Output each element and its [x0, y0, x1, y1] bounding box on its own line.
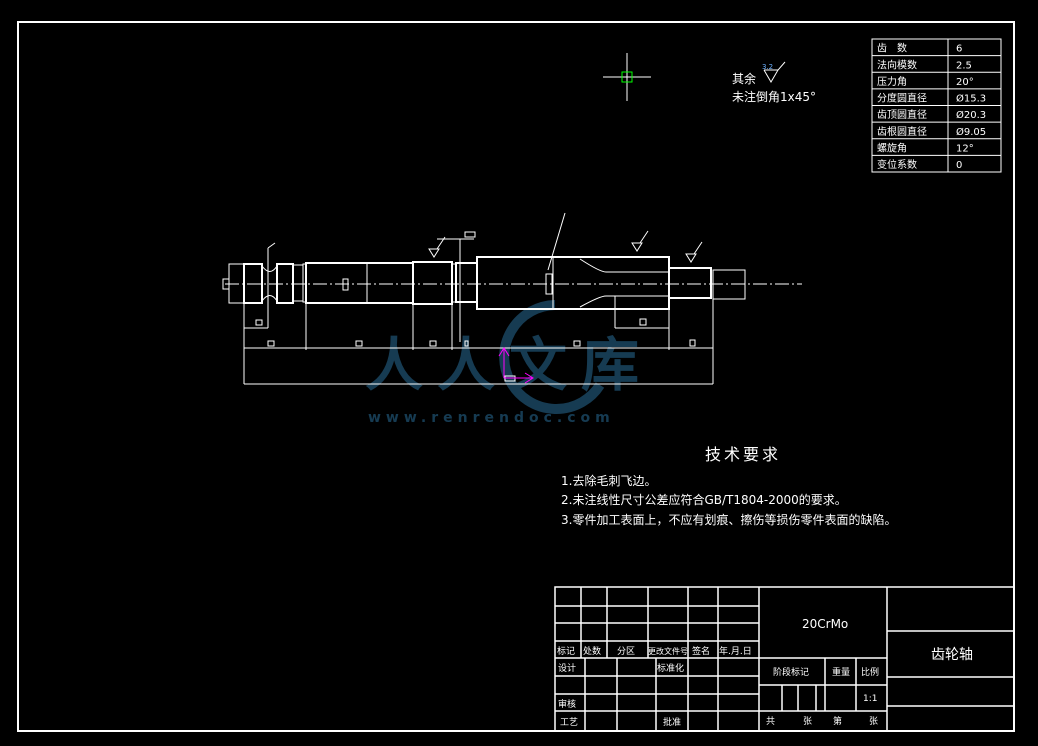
- gear-param-value: 12°: [956, 143, 974, 154]
- roughness-symbol-icon: [763, 61, 786, 83]
- label-sheets-2: 张: [869, 716, 878, 727]
- gear-param-label: 变位系数: [877, 158, 917, 171]
- gear-param-label: 分度圆直径: [877, 92, 927, 105]
- gear-param-value: Ø9.05: [956, 126, 986, 138]
- gear-param-label: 齿 数: [877, 42, 907, 55]
- label-scale: 比例: [861, 666, 879, 678]
- tech-requirement-1: 1.去除毛刺飞边。: [561, 473, 656, 488]
- watermark: 人人文库 www.renrendoc.com: [365, 300, 653, 426]
- rev-header-doc: 更改文件号: [648, 646, 688, 656]
- rev-header-date: 年.月.日: [719, 645, 752, 657]
- gear-shaft-front-view: [222, 212, 802, 385]
- rev-header-sign: 签名: [692, 645, 710, 657]
- gear-param-value: 20°: [956, 77, 974, 88]
- label-approve: 批准: [663, 716, 681, 728]
- roughness-note-prefix: 其余: [732, 71, 756, 86]
- rev-header-mark: 标记: [557, 645, 575, 657]
- chamfer-note: 未注倒角1x45°: [732, 89, 816, 104]
- label-standardize: 标准化: [657, 662, 684, 674]
- gear-param-label: 压力角: [877, 75, 907, 88]
- label-total: 共: [766, 716, 775, 727]
- gear-parameter-table: 齿 数 6 法向模数 2.5 压力角 20° 分度圆直径 Ø15.3 齿顶圆直径 Ø20.3 齿根圆…: [871, 38, 1002, 173]
- rev-header-zone: 分区: [617, 646, 635, 657]
- title-block-text: 标记 处数 分区 更改文件号 签名 年.月.日 设计 标准化 审核 工艺 批准 …: [557, 645, 879, 728]
- tech-requirement-2: 2.未注线性尺寸公差应符合GB/T1804-2000的要求。: [561, 492, 847, 507]
- gear-param-label: 法向模数: [877, 58, 917, 71]
- gear-param-label: 齿顶圆直径: [877, 108, 927, 121]
- label-page: 第: [833, 715, 842, 727]
- drawing-border: [17, 21, 1015, 732]
- crosshair-cursor-icon: [603, 53, 651, 101]
- gear-param-label: 齿根圆直径: [877, 125, 927, 138]
- gear-param-value: Ø20.3: [956, 109, 986, 121]
- gear-param-value: Ø15.3: [956, 93, 986, 105]
- label-process: 工艺: [560, 717, 578, 728]
- label-weight: 重量: [832, 666, 850, 678]
- ucs-icon: [498, 347, 534, 384]
- watermark-logo-text: 人人文库: [365, 331, 653, 399]
- label-design: 设计: [558, 662, 576, 674]
- part-name: 齿轮轴: [931, 647, 973, 663]
- title-block: [554, 586, 1015, 732]
- label-stage-mark: 阶段标记: [773, 666, 809, 678]
- rev-header-count: 处数: [583, 645, 601, 657]
- gear-param-value: 2.5: [956, 60, 972, 71]
- tech-requirement-3: 3.零件加工表面上，不应有划痕、擦伤等损伤零件表面的缺陷。: [561, 512, 896, 527]
- label-review: 审核: [558, 698, 576, 710]
- watermark-url: www.renrendoc.com: [368, 410, 615, 426]
- material: 20CrMo: [802, 617, 848, 631]
- tech-requirements-title: 技术要求: [705, 445, 781, 464]
- gear-param-label: 螺旋角: [877, 141, 907, 154]
- label-sheets: 张: [803, 716, 812, 727]
- gear-param-value: 6: [956, 44, 962, 55]
- gear-param-value: 0: [956, 160, 962, 171]
- scale-value: 1:1: [863, 694, 877, 704]
- roughness-value: 3.2: [762, 63, 773, 71]
